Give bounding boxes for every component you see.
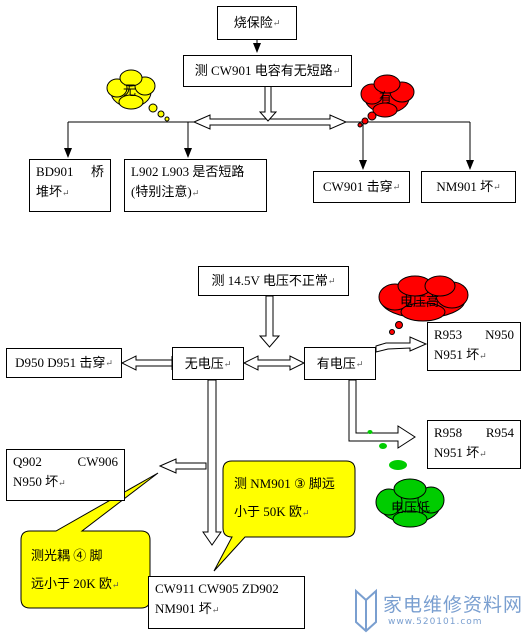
cw901-broken-label: CW901 击穿: [322, 179, 393, 194]
box-cw901-broken: CW901 击穿↵: [313, 171, 410, 203]
box-has-voltage: 有电压↵: [304, 347, 376, 380]
return-mark: ↵: [62, 188, 70, 198]
arrow-to-q902: [158, 458, 207, 474]
green-cloud-low: [375, 478, 445, 528]
book-icon: [355, 588, 377, 633]
arrow-has-to-low: [348, 379, 416, 449]
cloud-label-high: 电压高: [400, 294, 440, 309]
return-mark: ↵: [223, 358, 232, 369]
callout-opto-line1: 测光耦 ④ 脚: [31, 548, 103, 563]
nm901-broken-label: NM901 坏: [436, 179, 494, 194]
red-cloud-high: [378, 275, 469, 335]
box-14v-check: 测 14.5V 电压不正常↵: [198, 266, 349, 296]
14v-check-label: 测 14.5V 电压不正常: [211, 273, 328, 288]
bd901-part: BD901: [36, 164, 74, 179]
cloud-label-yes: 有: [379, 90, 393, 105]
final-line1: CW911 CW905 ZD902: [155, 581, 279, 596]
r953-part: R953: [434, 327, 463, 342]
box-q902: Q902 CW906 N950 坏↵: [6, 449, 125, 501]
q902-tail: N950 坏: [13, 474, 59, 489]
r958-tail: N951 坏: [434, 445, 480, 460]
r953-tail: N951 坏: [434, 347, 480, 362]
d950-label: D950 D951 击穿: [15, 355, 106, 370]
return-mark: ↵: [272, 18, 281, 28]
callout-opto-shape: [20, 472, 159, 609]
callout-nm901-line2: 小于 50K 欧: [234, 504, 302, 519]
callout-opto-text: 测光耦 ④ 脚 远小于 20K 欧↵: [31, 542, 147, 599]
box-check-cw901-label: 测 CW901 电容有无短路: [194, 63, 333, 78]
has-voltage-label: 有电压: [316, 355, 356, 371]
box-burnt-fuse-label: 烧保险: [233, 15, 273, 30]
cloud-label-low: 电压低: [391, 500, 431, 515]
down-arrow-no-voltage: [202, 379, 222, 546]
arrow-has-to-high: [375, 336, 428, 353]
watermark-title: 家电维修资料网: [383, 594, 524, 616]
r958-r954: R954: [485, 425, 514, 440]
q902-cw906: CW906: [77, 454, 118, 469]
box-l902: L902 L903 是否短路 (特别注意)↵: [124, 159, 267, 212]
green-cloud-tail: [367, 430, 407, 470]
return-mark: ↵: [479, 351, 487, 361]
callout-nm901-text: 测 NM901 ③ 脚远 小于 50K 欧↵: [234, 470, 350, 527]
return-mark: ↵: [58, 478, 66, 488]
bd901-tail: 堆坏: [36, 184, 63, 199]
return-mark: ↵: [301, 508, 310, 518]
box-bd901: BD901 桥 堆坏↵: [29, 159, 111, 212]
final-line2: NM901 坏: [155, 601, 212, 616]
down-arrow-check: [258, 85, 278, 122]
return-mark: ↵: [191, 188, 200, 198]
double-arrow-no-has: [242, 355, 306, 371]
box-d950: D950 D951 击穿↵: [6, 348, 122, 378]
return-mark: ↵: [392, 182, 401, 192]
return-mark: ↵: [105, 358, 113, 368]
return-mark: ↵: [111, 580, 120, 590]
box-burnt-fuse: 烧保险↵: [217, 6, 297, 40]
no-voltage-label: 无电压: [184, 355, 224, 371]
box-r958: R958 R954 N951 坏↵: [427, 420, 521, 469]
return-mark: ↵: [493, 182, 501, 192]
callout-opto-line2: 远小于 20K 欧: [31, 576, 112, 591]
left-arrow-to-d950: [120, 355, 173, 371]
q902-part: Q902: [13, 454, 42, 469]
cloud-label-no: 无: [123, 83, 137, 98]
return-mark: ↵: [355, 358, 364, 369]
return-mark: ↵: [211, 605, 220, 615]
down-arrow-voltage: [258, 295, 281, 348]
watermark-url: www.520101.com: [388, 617, 483, 627]
box-r953: R953 N950 N951 坏↵: [427, 322, 521, 371]
r953-n950: N950: [485, 327, 514, 342]
return-mark: ↵: [479, 449, 487, 459]
bd901-word: 桥: [90, 164, 104, 179]
callout-nm901-shape: [213, 460, 356, 572]
return-mark: ↵: [327, 276, 336, 286]
red-cloud-yes: [357, 74, 415, 128]
l902-line2: (特别注意): [131, 184, 192, 199]
l902-line1: L902 L903 是否短路: [131, 164, 245, 179]
return-mark: ↵: [332, 66, 341, 76]
box-check-cw901: 测 CW901 电容有无短路↵: [183, 55, 352, 87]
yellow-cloud-no: [106, 69, 170, 122]
box-no-voltage: 无电压↵: [172, 347, 244, 380]
box-final-cw911: CW911 CW905 ZD902 NM901 坏↵: [148, 576, 305, 629]
r958-part: R958: [434, 425, 463, 440]
double-arrow-yes-no: [192, 114, 348, 130]
callout-nm901-line1: 测 NM901 ③ 脚远: [234, 476, 335, 491]
box-nm901-broken: NM901 坏↵: [421, 171, 516, 203]
